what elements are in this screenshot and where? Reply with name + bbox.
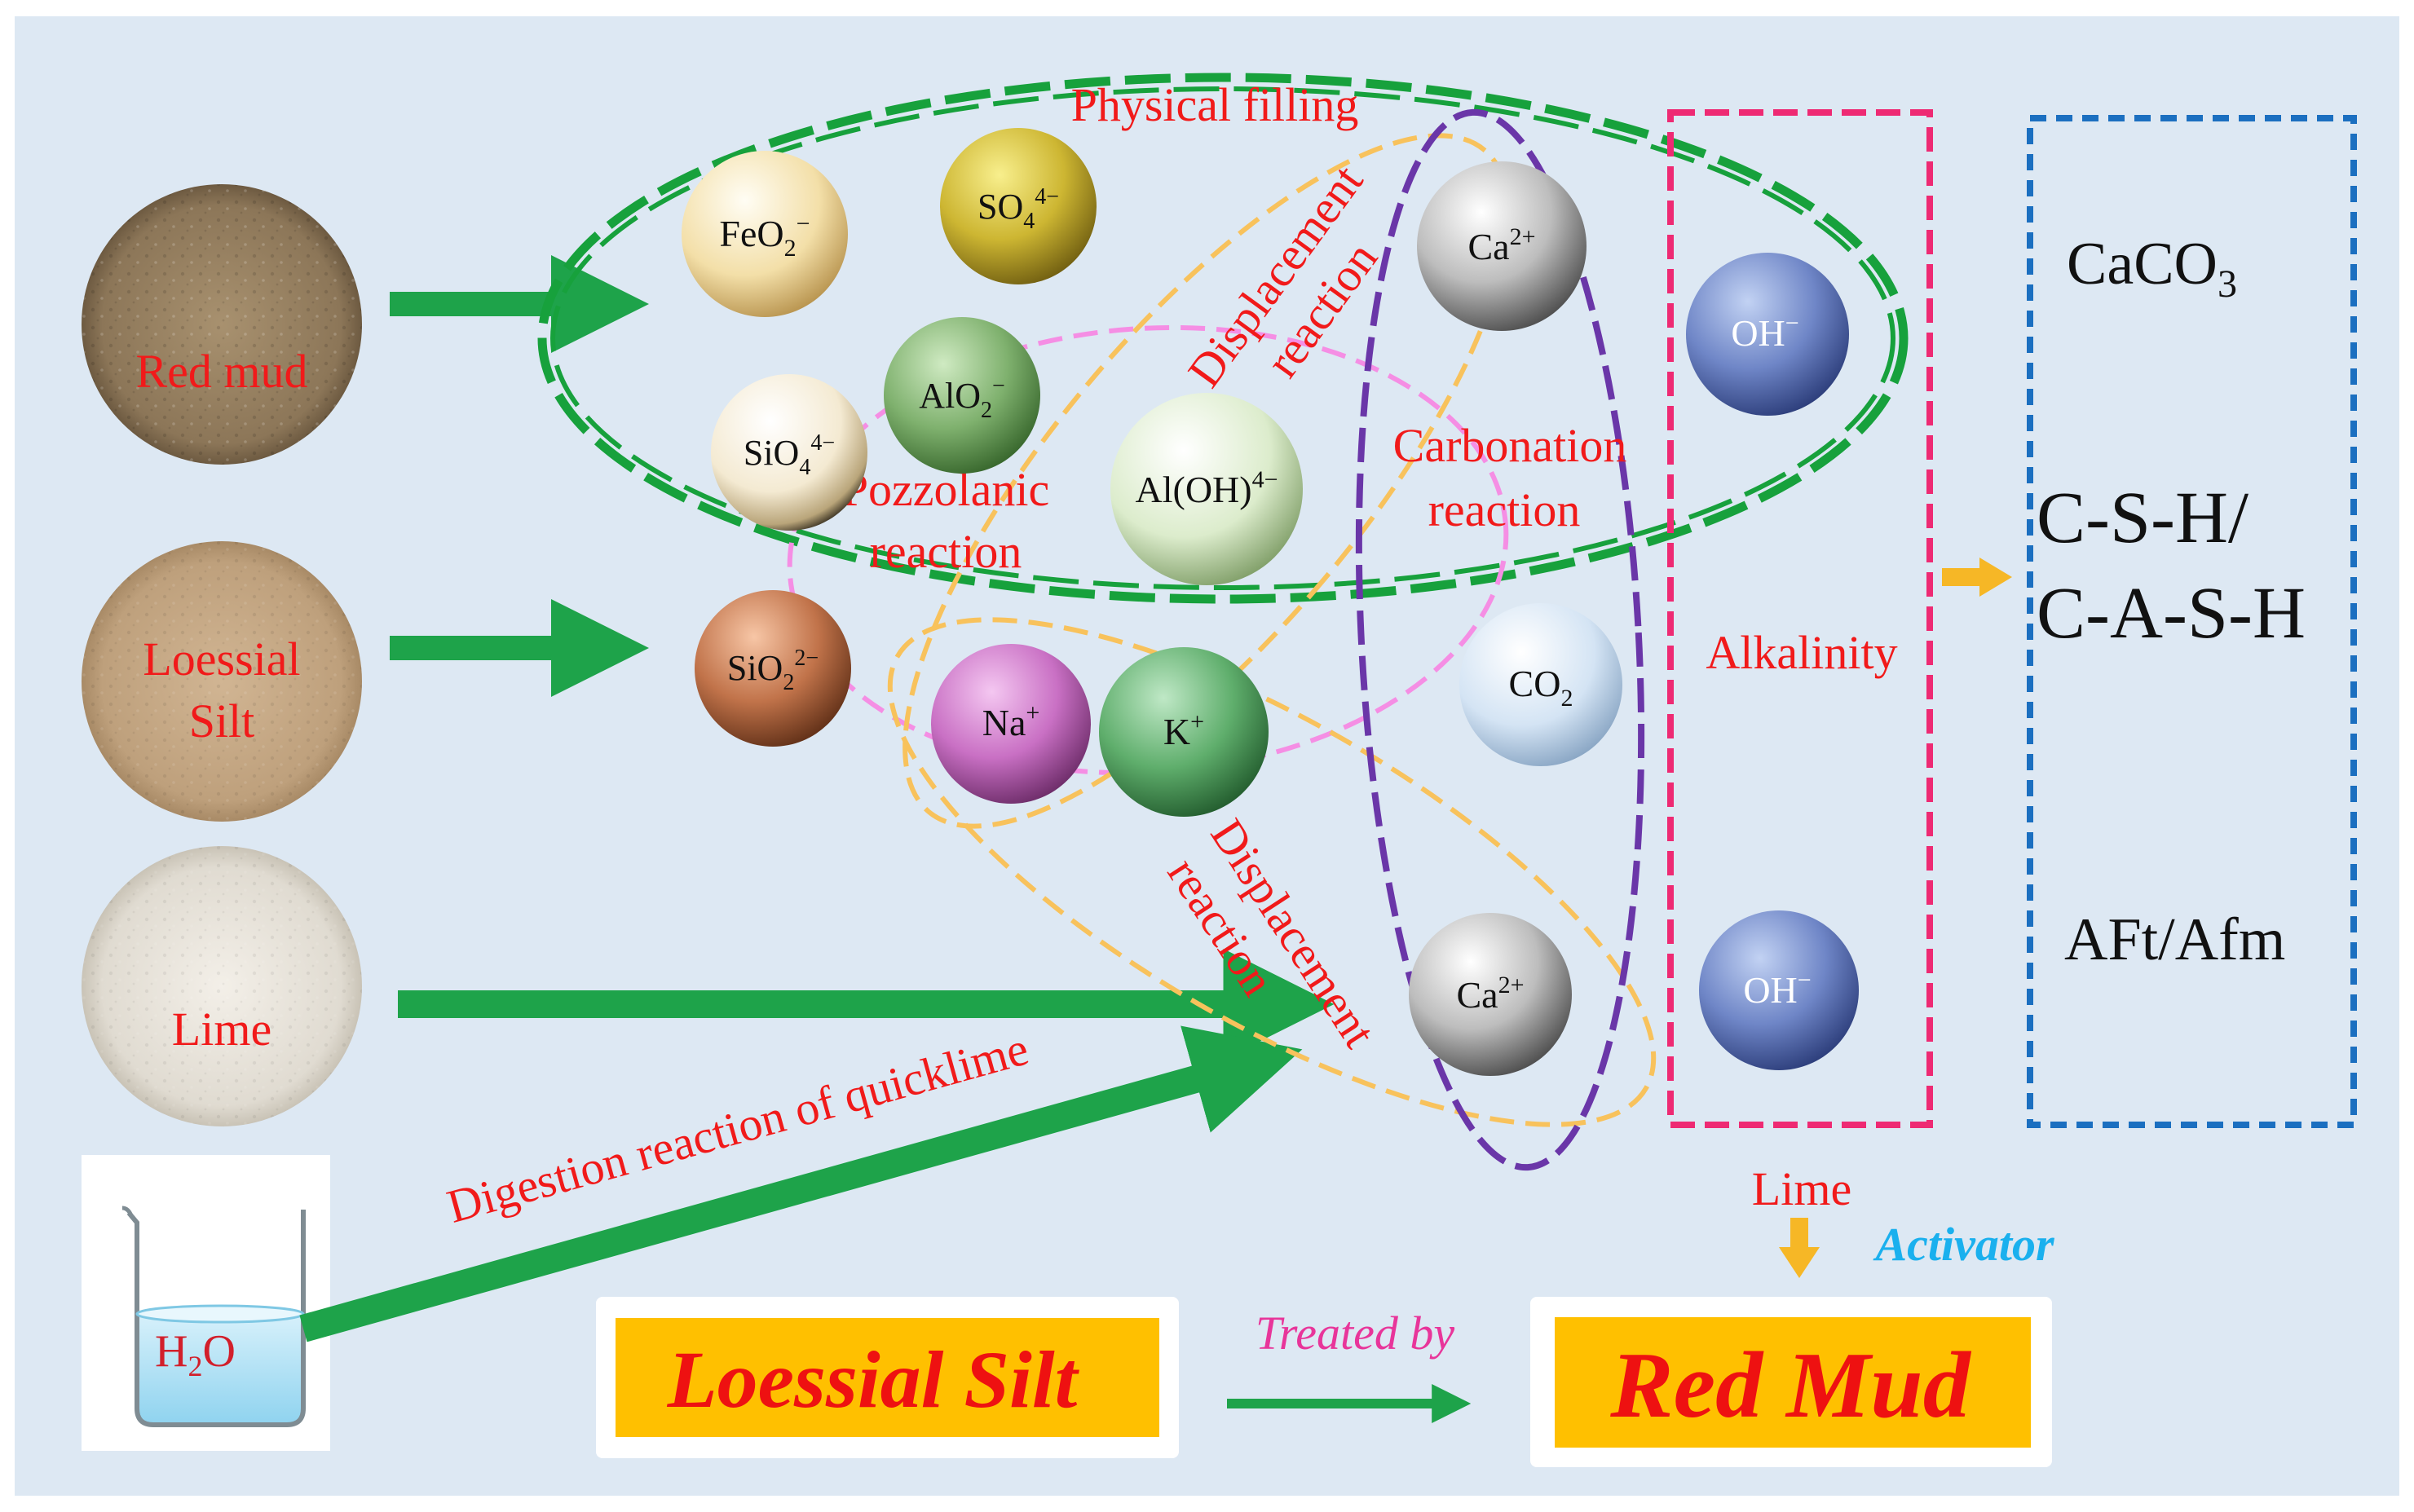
ion-formula: CO2	[1509, 663, 1573, 712]
source-red-mud: Red mud	[82, 184, 362, 465]
ion-formula: AlO2−	[919, 373, 1005, 423]
red-mud-box	[1555, 1317, 2031, 1448]
ion-feo2: FeO2−	[682, 151, 848, 317]
ion-ca-top: Ca2+	[1417, 161, 1587, 331]
ion-so4: SO44−	[940, 128, 1097, 284]
source-loessial-silt: Loessial Silt	[82, 541, 362, 822]
ion-sio4: SiO44−	[711, 374, 867, 531]
activator-arrow-head	[1779, 1247, 1820, 1278]
ion-co2: CO2	[1459, 603, 1622, 766]
red-mud-box-label: Red Mud	[1609, 1333, 1972, 1438]
ion-formula: Ca2+	[1456, 972, 1524, 1016]
water-formula: H2O	[155, 1326, 236, 1382]
activator-arrow-shaft	[1790, 1218, 1808, 1249]
ion-ca-bottom: Ca2+	[1409, 913, 1572, 1076]
source-label-line2: Silt	[189, 694, 255, 747]
source-label: Red mud	[135, 345, 307, 398]
product-csh-line1: C-S-H/	[2037, 478, 2249, 558]
carbonation-label-line2: reaction	[1428, 483, 1581, 536]
ion-formula: Ca2+	[1467, 223, 1535, 267]
pozzolanic-boundary	[787, 324, 1509, 776]
ion-oh-top: OH−	[1686, 253, 1849, 416]
ion-formula: Al(OH)4−	[1136, 466, 1278, 510]
product-aft-afm: AFt/Afm	[2064, 906, 2285, 973]
product-csh-line2: C-A-S-H	[2037, 573, 2306, 654]
ion-formula: OH−	[1731, 310, 1798, 354]
arrow-water	[299, 1025, 1303, 1342]
ion-formula: SiO44−	[744, 430, 835, 480]
products-box	[2027, 115, 2357, 1128]
ion-alo2: AlO2−	[884, 317, 1040, 474]
lime-label: Lime	[1752, 1162, 1851, 1215]
source-lime: Lime	[82, 846, 362, 1126]
physical-filling-label: Physical filling	[1071, 78, 1359, 131]
displacement-boundary-upper	[902, 133, 1511, 829]
ion-aloh4: Al(OH)4−	[1110, 393, 1303, 585]
ion-formula: FeO2−	[719, 210, 810, 262]
feed-arrows	[299, 255, 1335, 1342]
physical-filling-boundary	[537, 73, 1909, 604]
silt-box-label: Loessial Silt	[667, 1334, 1080, 1425]
carbonation-label-line1: Carbonation	[1393, 419, 1627, 472]
source-label-line1: Loessial	[143, 633, 300, 685]
carbonation-boundary	[1355, 108, 1645, 1171]
ion-formula: OH−	[1743, 967, 1811, 1011]
water-beaker: H2O	[82, 1155, 330, 1451]
ion-spheres: FeO2− SO44− Ca2+ OH− AlO2− SiO44− Al(OH)…	[682, 128, 1859, 1076]
displacement-boundary-lower	[887, 617, 1657, 1127]
ion-formula: K+	[1163, 708, 1204, 752]
physical-filling-boundary-inner	[550, 86, 1895, 590]
pozzolanic-label-line2: reaction	[870, 525, 1022, 578]
ion-formula: SiO22−	[727, 646, 819, 695]
products-arrow	[1942, 558, 2012, 597]
ion-k: K+	[1099, 647, 1269, 817]
ion-formula: SO44−	[978, 184, 1059, 234]
ion-na: Na+	[931, 644, 1091, 804]
product-caco3: CaCO3	[2067, 231, 2237, 306]
alkalinity-box	[1667, 109, 1933, 1128]
source-label: Lime	[172, 1003, 271, 1056]
products: CaCO3 C-S-H/ C-A-S-H AFt/Afm	[2037, 231, 2306, 973]
treated-by-label: Treated by	[1256, 1307, 1455, 1360]
ion-formula: Na+	[982, 699, 1040, 743]
reaction-boundaries	[537, 73, 2357, 1171]
summary-legend: Loessial Silt Treated by Red Mud Lime Ac…	[596, 1162, 2054, 1467]
alkalinity-label: Alkalinity	[1706, 626, 1897, 679]
silt-box	[616, 1318, 1159, 1437]
activator-label: Activator	[1873, 1218, 2054, 1271]
ion-sio2: SiO22−	[695, 590, 851, 747]
ion-oh-bottom: OH−	[1699, 910, 1859, 1070]
